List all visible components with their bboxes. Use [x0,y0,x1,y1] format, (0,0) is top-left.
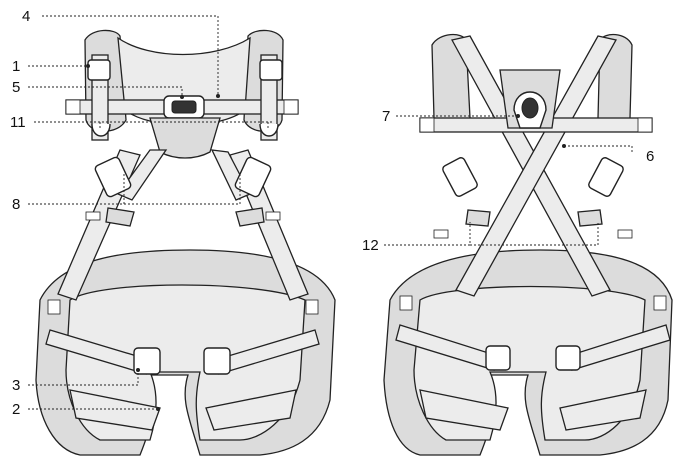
front-left-shoulder-buckle [87,59,111,81]
callout-leaders [28,15,633,411]
front-stitch-2 [265,211,281,221]
leader-7-dot [516,114,520,118]
back-lower-right-pad [559,389,647,431]
callout-labels: 4 1 5 11 8 3 2 7 6 12 [10,8,654,418]
back-strap-end-right [637,117,653,133]
leader-2-dot [156,407,160,411]
leader-4-dot [216,94,220,98]
callout-1: 1 [12,58,20,75]
leader-6 [564,145,633,154]
back-right-leg-buckle [555,345,581,371]
leader-1-dot [86,64,90,68]
back-stitch-4 [653,295,667,311]
back-right-flag [577,209,603,227]
back-view-harness [383,33,673,456]
callout-8: 8 [12,196,20,213]
front-left-leg-buckle [133,347,161,375]
leader-3 [28,370,139,386]
leader-8-right [124,172,241,205]
leader-6-dot [562,144,566,148]
leader-5-dot [180,95,184,99]
back-strap-end-left [419,117,435,133]
back-x-strap-b [455,35,617,297]
front-view-harness [35,29,336,456]
back-dorsal-ring-hole [521,97,539,119]
callout-5: 5 [12,79,20,96]
front-left-adjuster [94,156,132,198]
callout-7: 7 [382,108,390,125]
back-left-adjuster [442,157,478,197]
front-right-flag [235,207,265,227]
front-stitch-4 [305,299,319,315]
callout-12: 12 [362,237,379,254]
callout-2: 2 [12,401,20,418]
front-right-leg-buckle [203,347,231,375]
leader-12-right [470,222,599,246]
front-right-loop [259,123,279,137]
front-chest-strap-end-left [65,99,81,115]
front-left-flag [105,207,135,227]
back-right-adjuster [588,157,624,197]
callout-6: 6 [646,148,654,165]
front-left-loop [91,123,111,137]
back-left-flag [465,209,491,227]
leader-12-left [384,222,471,246]
front-chest-buckle-core [171,100,197,114]
back-lower-left-pad [419,389,509,431]
callout-3: 3 [12,377,20,394]
leader-5 [28,86,183,97]
back-stitch-3 [399,295,413,311]
front-stitch-3 [47,299,61,315]
back-stitch-2 [617,229,633,239]
front-right-shoulder-buckle [259,59,283,81]
back-left-leg-buckle [485,345,511,371]
front-lower-right-pad [205,389,297,431]
back-stitch-1 [433,229,449,239]
leader-3-dot [136,368,140,372]
front-stitch-1 [85,211,101,221]
front-chest-strap-end-right [283,99,299,115]
callout-4: 4 [22,8,30,25]
callout-11: 11 [10,114,26,131]
leader-4 [42,15,219,96]
front-right-adjuster [234,156,272,198]
